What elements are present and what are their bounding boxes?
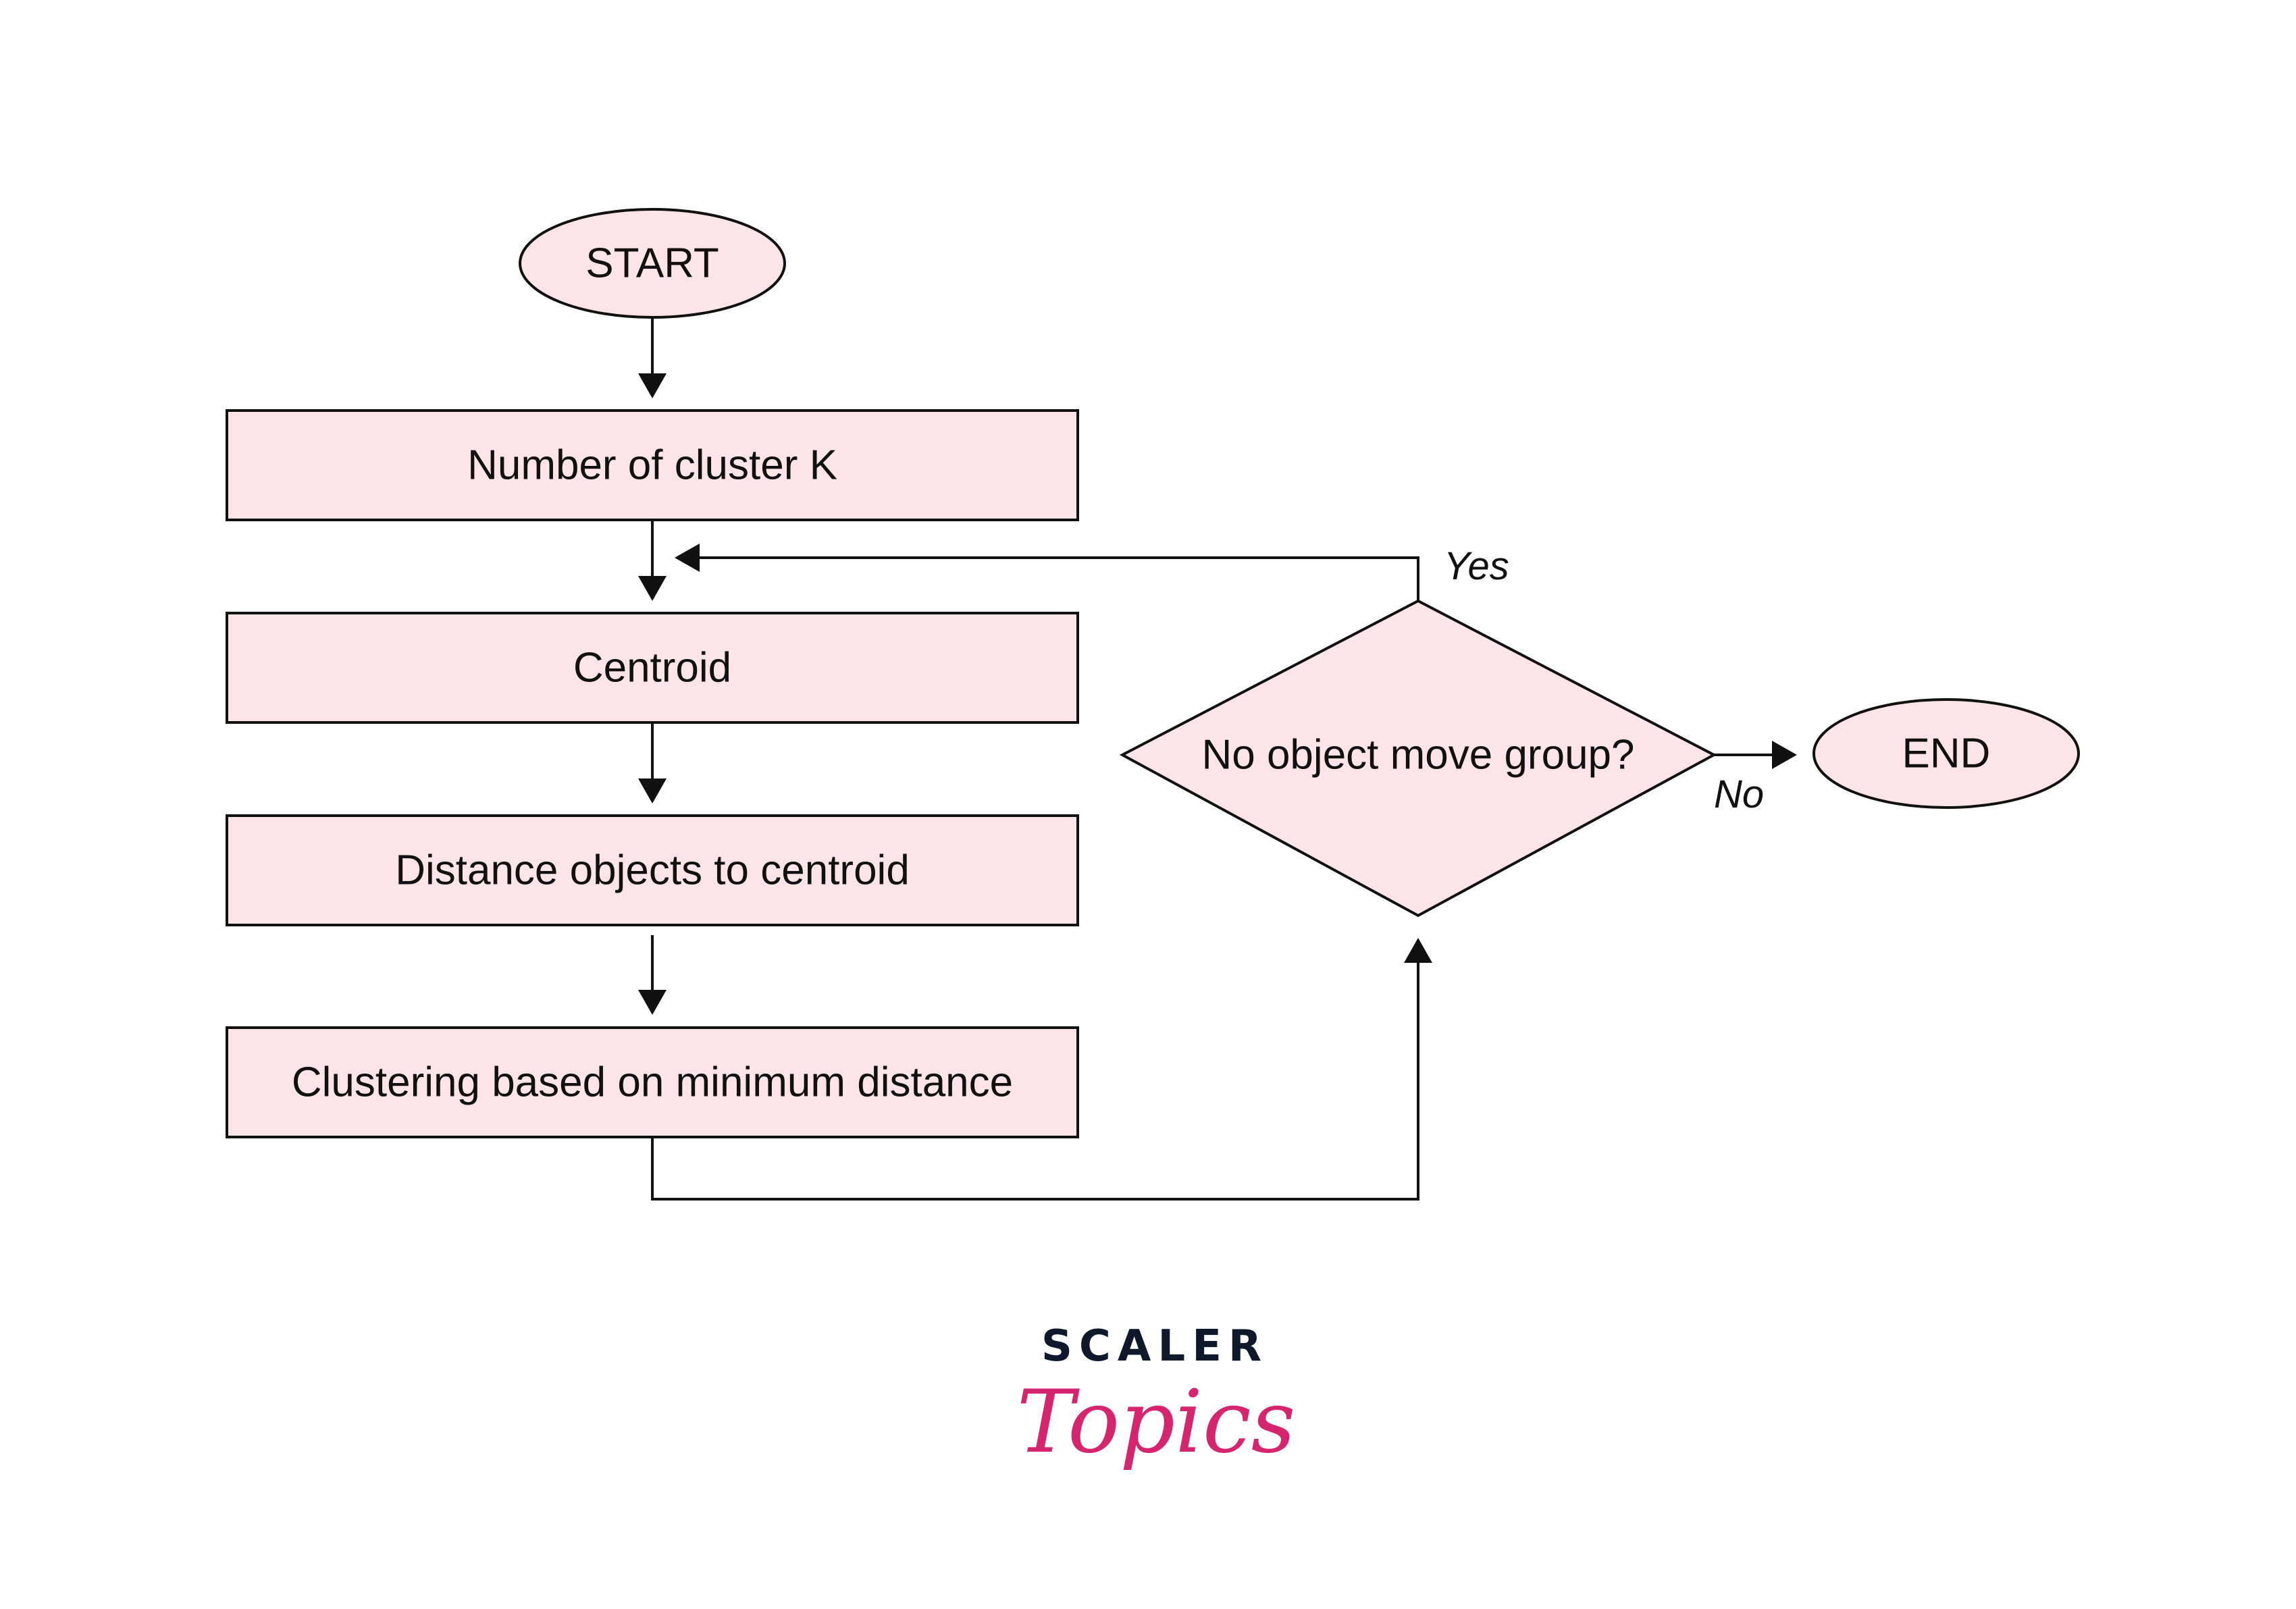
edge-k-to-centroid [638,520,667,601]
end-node: END [1812,698,2080,809]
arrowhead [675,544,700,572]
distance-box [226,814,1079,926]
num-clusters-box [226,409,1079,521]
logo-bottom-text: Topics [1017,1372,1296,1473]
end-label: END [1902,731,1991,777]
centroid-node: Centroid [226,612,1079,724]
arrowhead [638,990,667,1015]
clustering-label: Clustering based on minimum distance [292,1059,1013,1106]
arrowhead [1404,938,1432,963]
distance-node: Distance objects to centroid [226,814,1079,926]
scaler-topics-logo: SCALER Topics [1017,1321,1296,1473]
end-ellipse [1812,698,2080,809]
edge-decision-no: No [1714,741,1797,816]
edge-decision-yes: Yes [675,544,1509,601]
start-node: START [519,208,786,319]
decision-diamond [1119,599,1717,918]
no-label: No [1714,772,1764,816]
clustering-node: Clustering based on minimum distance [226,1026,1079,1138]
edge-distance-to-clustering [638,935,667,1015]
edge-start-to-k [638,317,667,398]
edge-line [651,963,1419,1201]
yes-label: Yes [1444,544,1509,588]
arrowhead [1772,741,1797,769]
clustering-box [226,1026,1079,1138]
centroid-label: Centroid [573,645,731,691]
edge-centroid-to-distance [638,722,667,803]
edge-line [700,556,1419,601]
edge-clustering-to-decision [651,938,1432,1201]
start-label: START [585,240,719,287]
num-clusters-label: Number of cluster K [467,442,837,489]
logo-top-text: SCALER [1041,1321,1268,1371]
decision-node: No object move group? [1119,599,1717,918]
decision-label: No object move group? [1201,732,1634,779]
num-clusters-node: Number of cluster K [226,409,1079,521]
distance-label: Distance objects to centroid [395,847,910,894]
arrowhead [638,373,667,398]
arrowhead [638,779,667,803]
arrowhead [638,576,667,601]
